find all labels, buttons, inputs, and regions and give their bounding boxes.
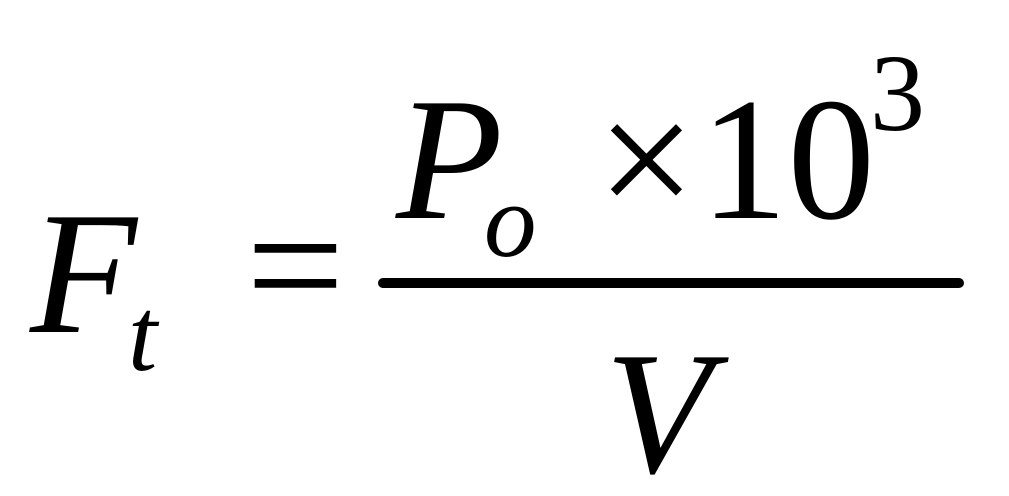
power-base: 10 [700, 62, 875, 256]
denominator-symbol: V [605, 316, 712, 496]
numerator-symbol: P [396, 62, 503, 256]
power-exponent: 3 [870, 32, 925, 154]
numerator-subscript: o [484, 162, 537, 279]
lhs-symbol: F [30, 176, 137, 370]
lhs-subscript: t [128, 276, 158, 393]
equals-sign: = [246, 168, 345, 362]
times-sign: × [597, 62, 696, 256]
fraction-bar [378, 278, 964, 288]
